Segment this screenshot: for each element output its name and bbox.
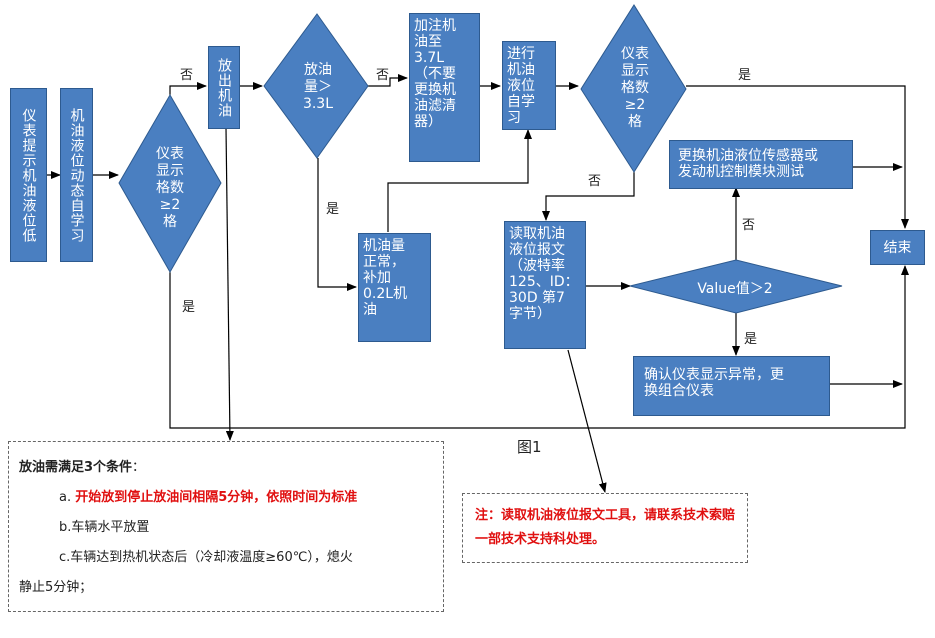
arrow-dec1-drain (169, 82, 207, 95)
node-read-message: 读取机油 液位报文 （波特率 125、ID： 30D 第7 字节） (504, 221, 586, 349)
edge-label-yes-3: 是 (738, 68, 752, 83)
arrow-normal-learn2 (387, 129, 532, 232)
edge-label-yes-value: 是 (744, 332, 758, 347)
edge-label-no-3: 否 (588, 174, 602, 189)
note-tool-contact: 注：读取机油液位报文工具，请联系技术索赔一部技术支持科处理。 (462, 493, 748, 563)
node-confirm-cluster: 确认仪表显示异常，更 换组合仪表 (633, 356, 830, 416)
edge-label-no-value: 否 (742, 218, 756, 233)
node-oil-normal: 机油量 正常， 补加 0.2L机 油 (358, 233, 431, 342)
note-drain-b: b.车辆水平放置 (59, 520, 150, 535)
pointer-read-note (567, 349, 607, 493)
note-drain-conditions: 放油需满足3个条件： a. 开始放到停止放油间相隔5分钟，依照时间为标准 b.车… (8, 441, 444, 612)
arrow-dec1-end (169, 265, 909, 429)
note-drain-c-2: 静止5分钟； (19, 580, 93, 595)
decision-value: Value值＞2 (697, 281, 773, 297)
node-end: 结束 (870, 230, 925, 265)
note-drain-a-prefix: a. (59, 490, 72, 505)
decision-gauge-2-shape (580, 4, 687, 173)
node-start: 仪表提示机油液位低 (10, 88, 47, 262)
arrow-dec3-end (686, 85, 909, 229)
node-replace-sensor: 更换机油液位传感器或 发动机控制模块测试 (669, 140, 853, 189)
edge-label-yes-2: 是 (326, 202, 340, 217)
note-drain-a-text: 开始放到停止放油间相隔5分钟，依照时间为标准 (75, 490, 358, 505)
node-relearn: 进行 机油 液位 自学 习 (502, 41, 556, 130)
pointer-drain-note (225, 127, 234, 441)
node-drain-oil: 放出机油 (208, 46, 240, 129)
node-dynamic-learning: 机油液位动态自学习 (60, 88, 93, 262)
decision-value-shape (629, 259, 843, 314)
decision-drain-volume: 放油量＞3.3L (302, 62, 334, 112)
note-drain-c-1: c.车辆达到热机状态后（冷却液温度≥60℃），熄火 (59, 550, 353, 565)
decision-gauge-1-shape (118, 94, 222, 274)
edge-label-no-1: 否 (180, 68, 194, 83)
arrow-dec2-refill (368, 74, 408, 87)
edge-label-no-2: 否 (376, 68, 390, 83)
decision-drain-volume-shape (263, 13, 369, 159)
note-drain-title-suffix: ： (132, 460, 146, 475)
node-refill: 加注机 油至 3.7L （不要 更换机 油滤清 器） (409, 13, 480, 162)
edge-label-yes-1: 是 (182, 300, 196, 315)
arrow-dec3-read (542, 172, 635, 221)
note-drain-title: 放油需满足3个条件 (19, 460, 133, 475)
figure-caption: 图1 (517, 438, 542, 456)
arrow-dec2-normal (317, 158, 357, 291)
